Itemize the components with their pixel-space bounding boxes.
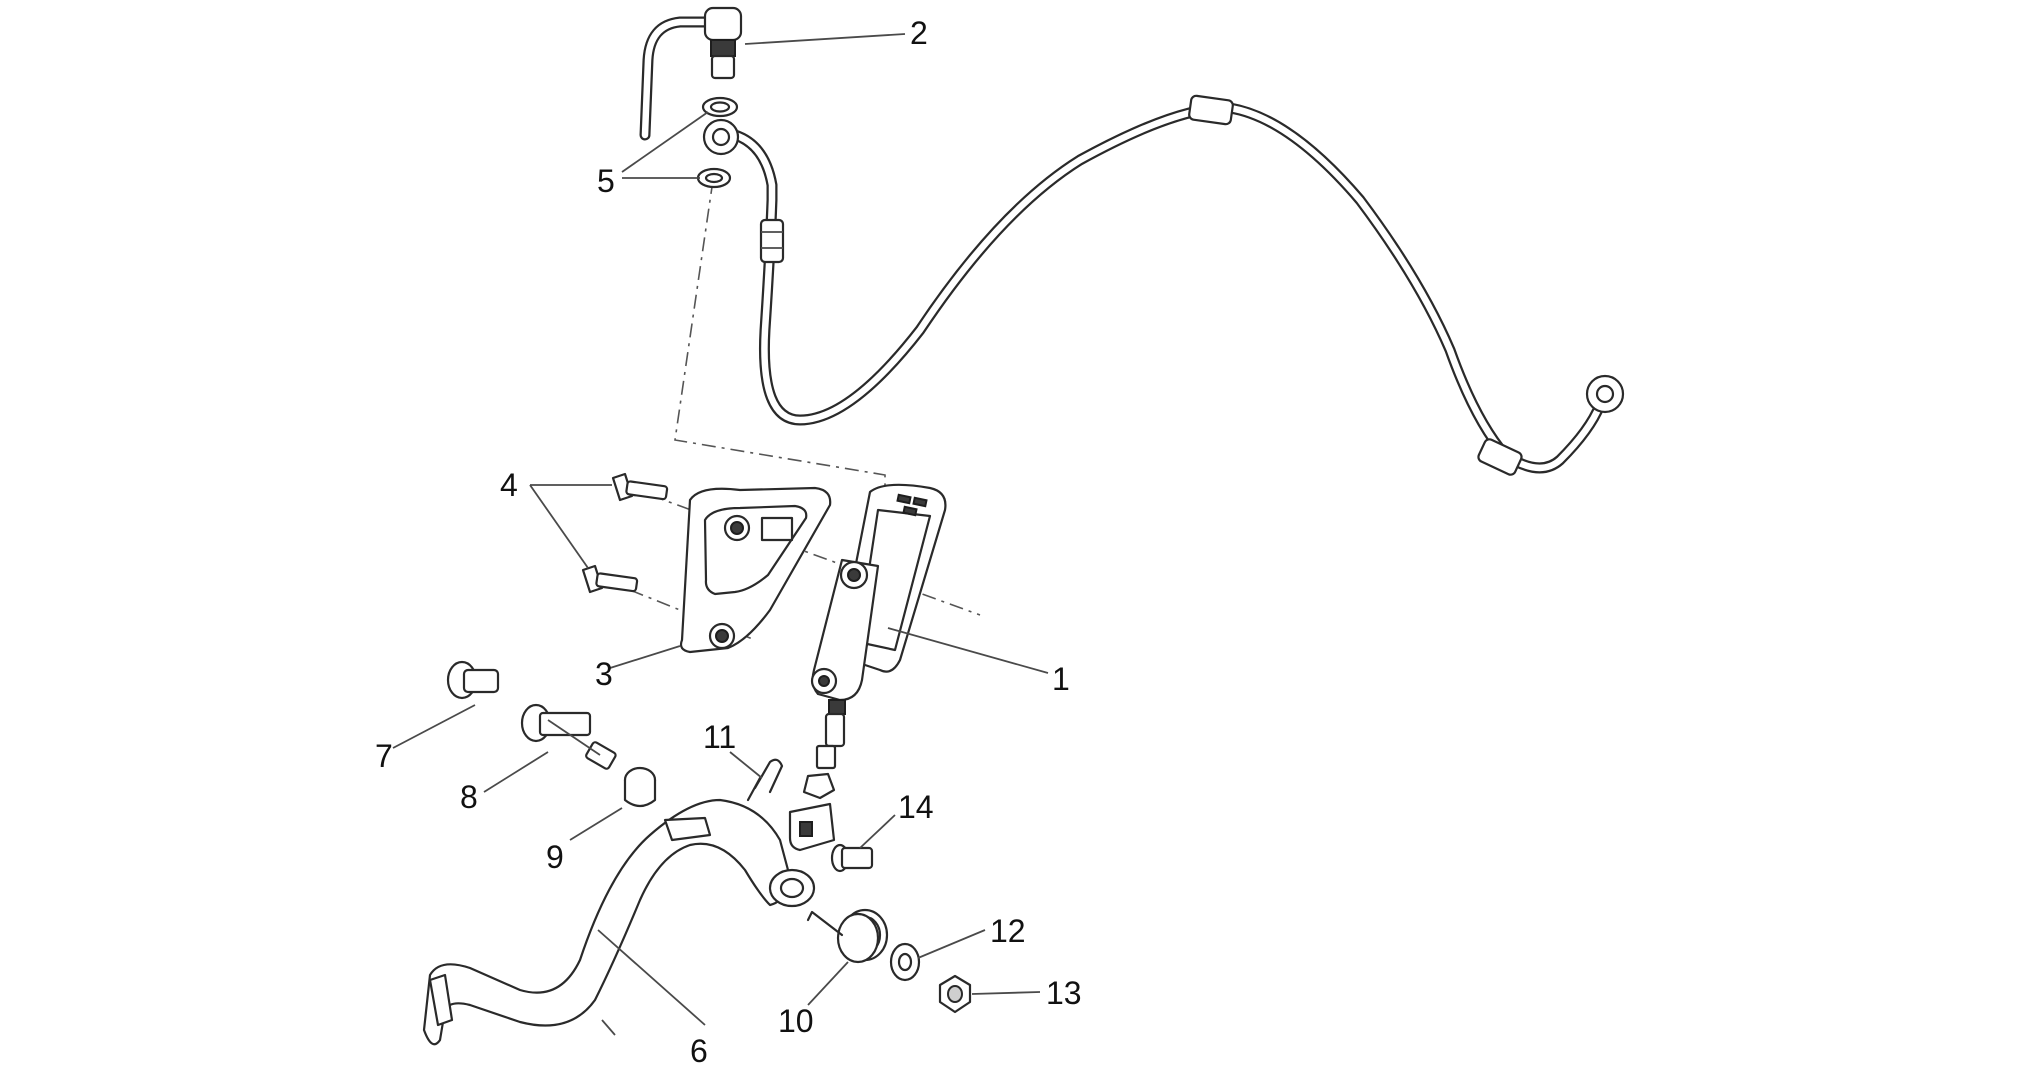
callout-5: 5 <box>597 163 615 199</box>
callout-8: 8 <box>460 779 478 815</box>
callout-12: 12 <box>990 913 1026 949</box>
part-14-clevis-pin <box>830 843 874 873</box>
brake-hose <box>702 94 1625 476</box>
callout-9: 9 <box>546 839 564 875</box>
callout-11: 11 <box>703 719 736 755</box>
callout-6: 6 <box>690 1033 708 1066</box>
part-1-master-cylinder <box>810 483 947 770</box>
part-5-sealing-washers <box>696 96 739 189</box>
callout-10: 10 <box>778 1003 814 1039</box>
part-9-bushing <box>623 766 657 808</box>
part-3-bracket-plate <box>679 486 832 654</box>
part-11-split-pin <box>746 758 784 802</box>
part-13-nut <box>938 974 972 1014</box>
part-8-pivot-bolt <box>520 703 617 770</box>
part-2-banjo-fitting <box>639 6 743 141</box>
part-12-washer <box>889 942 921 982</box>
callout-4: 4 <box>500 467 518 503</box>
callout-1: 1 <box>1052 661 1070 697</box>
callout-3: 3 <box>595 656 613 692</box>
callout-14: 14 <box>898 789 934 825</box>
callout-13: 13 <box>1046 975 1082 1011</box>
part-4-bolts <box>581 472 669 594</box>
part-6-brake-pedal <box>422 798 816 1046</box>
part-10-return-spring <box>806 908 889 964</box>
callout-7: 7 <box>375 738 393 774</box>
callout-labels: 1 2 3 4 5 6 7 8 9 10 11 12 13 14 <box>375 15 1082 1066</box>
leader-lines <box>392 33 1049 1036</box>
callout-2: 2 <box>910 15 928 51</box>
part-7-pin <box>446 660 500 700</box>
clevis-and-nut <box>788 772 836 852</box>
